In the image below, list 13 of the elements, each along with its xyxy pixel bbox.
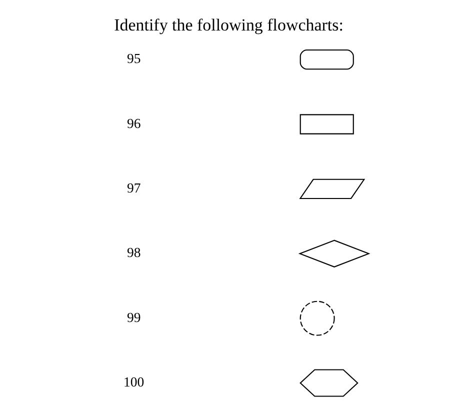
node-hexagon — [300, 369, 358, 397]
diagram-title: Identify the following flowcharts: — [114, 16, 344, 35]
node-parallelogram — [299, 178, 366, 200]
label: 96 — [126, 116, 141, 131]
label: 99 — [126, 310, 141, 325]
node-box — [300, 114, 354, 134]
node-circle — [300, 300, 335, 336]
label: 97 — [126, 180, 141, 196]
label: 98 — [126, 245, 141, 260]
node-diamond — [298, 240, 370, 268]
node-rounded-box — [300, 50, 354, 70]
label: 95 — [126, 51, 141, 66]
label: 100 — [124, 374, 144, 390]
